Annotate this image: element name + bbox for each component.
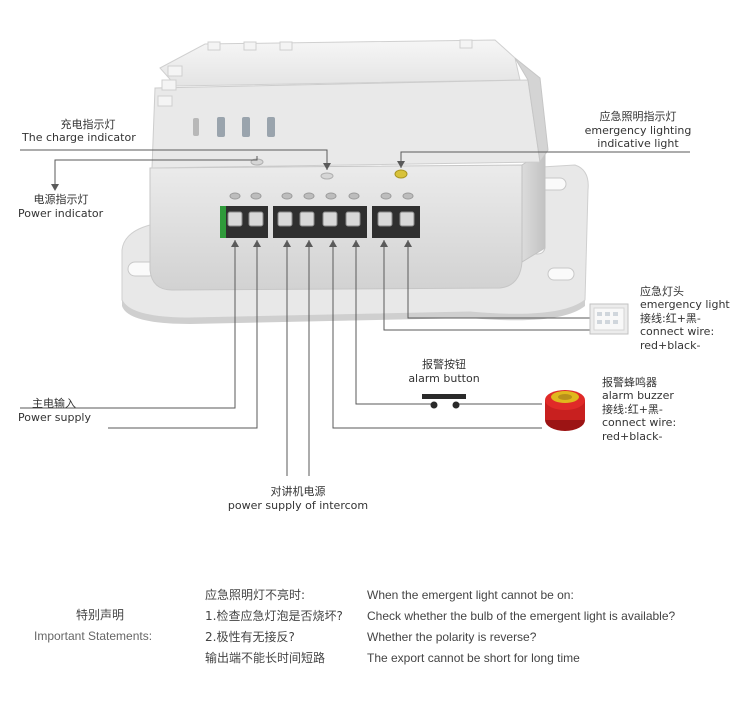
- emergency-light-head-label-cn: 应急灯头: [640, 285, 684, 298]
- alarm-button-label-en: alarm button: [408, 372, 480, 385]
- mains-input-label-en: Power supply: [18, 411, 91, 424]
- emergency-indicator-label-en1: emergency lighting: [584, 124, 692, 137]
- emergency-light-head-image: [589, 303, 629, 335]
- power-indicator-label-en: Power indicator: [18, 207, 104, 220]
- upper-cover-side: [514, 57, 549, 164]
- emergency-light-head-wire-en: connect wire:: [640, 325, 715, 338]
- power-indicator-label-cn: 电源指示灯: [33, 193, 89, 206]
- upper-cover-front: [151, 79, 541, 169]
- block-side: [521, 149, 546, 263]
- arrow-heads: [51, 161, 412, 247]
- alarm-buzzer-wire-cn: 接线:红+黑-: [602, 403, 663, 416]
- statement-cn-3: 输出端不能长时间短路: [205, 651, 326, 665]
- intercom-power-label-en: power supply of intercom: [227, 499, 369, 512]
- statement-en-2: Whether the polarity is reverse?: [367, 630, 537, 644]
- mains-input-label-cn: 主电输入: [32, 397, 76, 410]
- emergency-light-head-label-en: emergency light: [640, 298, 730, 311]
- alarm-buzzer-wire-colors: red+black-: [602, 430, 663, 443]
- statement-cn-0: 应急照明灯不亮时:: [205, 588, 306, 602]
- statement-en-1: Check whether the bulb of the emergent l…: [367, 609, 676, 623]
- mount-slot-right-3: [547, 267, 575, 281]
- alarm-buzzer-image: [545, 390, 585, 431]
- terminal-screws: [227, 211, 415, 227]
- alarm-buzzer-label-cn: 报警蜂鸣器: [602, 376, 657, 389]
- statement-cn-1: 1.检查应急灯泡是否烧坏?: [205, 609, 343, 623]
- emergency-indicator-label-cn: 应急照明指示灯: [599, 110, 677, 123]
- screw-holes: [229, 192, 414, 200]
- statement-cn-2: 2.极性有无接反?: [205, 630, 295, 644]
- alarm-button-label-cn: 报警按钮: [422, 358, 466, 371]
- statement-en-3: The export cannot be short for long time: [367, 651, 580, 665]
- cover-notches: [157, 39, 473, 107]
- device: [121, 39, 589, 324]
- statement-en-0: When the emergent light cannot be on:: [367, 588, 574, 602]
- statements-title-cn: 特别声明: [76, 608, 125, 622]
- charge-indicator-label-en: The charge indicator: [22, 131, 136, 144]
- charge-led: [320, 172, 334, 180]
- emergency-indicator-label-en2: indicative light: [597, 137, 679, 150]
- alarm-buzzer-wire-en: connect wire:: [602, 416, 677, 429]
- intercom-power-label-cn: 对讲机电源: [270, 485, 326, 498]
- emergency-light-head-wire-colors: red+black-: [640, 339, 701, 352]
- emergency-led: [394, 169, 408, 179]
- statements-title-en: Important Statements:: [34, 629, 153, 643]
- leader-lines: [20, 149, 690, 476]
- cover-vents: [193, 117, 275, 137]
- alarm-button-symbol: [422, 394, 466, 409]
- emergency-light-head-wire-cn: 接线:红+黑-: [640, 312, 701, 325]
- alarm-buzzer-label-en: alarm buzzer: [602, 389, 674, 402]
- charge-indicator-label-cn: 充电指示灯: [60, 118, 116, 131]
